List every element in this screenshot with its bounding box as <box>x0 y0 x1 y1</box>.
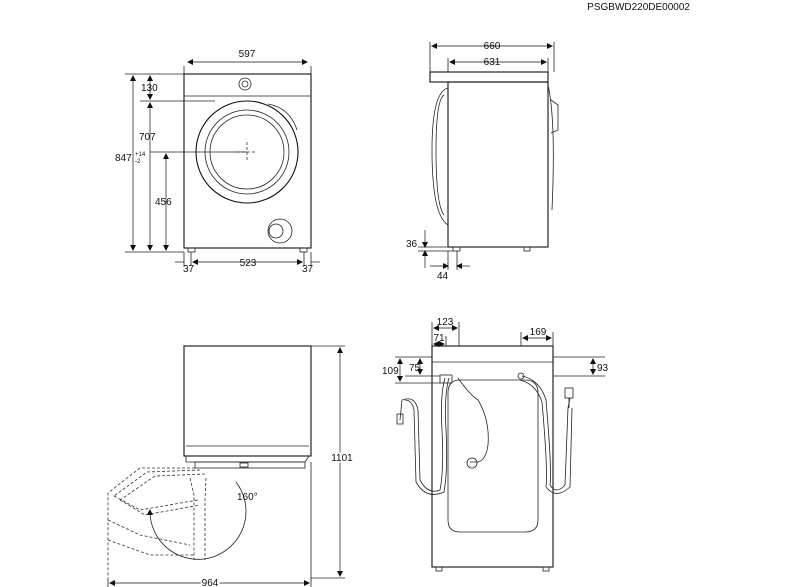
dim-feet-spacing: 523 <box>240 258 257 269</box>
dim-door-angle: 160° <box>237 492 258 503</box>
dim-foot-offset: 44 <box>437 271 449 282</box>
dim-door-view-total-depth: 964 <box>202 578 219 587</box>
dim-top-offset: 130 <box>141 83 158 94</box>
dim-depth-body: 631 <box>484 57 501 68</box>
drawing-code: PSGBWD220DE00002 <box>587 2 690 13</box>
dim-door-view-height: 1101 <box>331 453 353 464</box>
dim-door-center-height: 456 <box>155 197 172 208</box>
dim-hose-offset-1: 123 <box>437 317 454 328</box>
dim-height-door-top: 707 <box>139 132 156 143</box>
front-view <box>125 59 320 266</box>
dim-left-height-1: 109 <box>382 366 399 377</box>
side-view <box>418 42 559 270</box>
door-open-view <box>107 345 345 587</box>
dim-right-offset: 169 <box>530 327 547 338</box>
dim-total-height-tol-minus: -2 <box>135 159 141 165</box>
dim-total-height: 847 <box>115 153 132 164</box>
dim-total-height-tol-plus: +14 <box>135 152 146 158</box>
dim-left-height-2: 75 <box>409 363 421 374</box>
rear-view <box>395 322 605 572</box>
dim-foot-left: 37 <box>183 264 195 275</box>
dim-foot-height: 36 <box>406 239 418 250</box>
dim-depth-total: 660 <box>484 41 501 52</box>
dim-front-width: 597 <box>239 49 256 60</box>
dim-foot-right: 37 <box>302 264 314 275</box>
dim-right-height: 93 <box>597 363 609 374</box>
dim-hose-offset-2: 71 <box>433 333 445 344</box>
